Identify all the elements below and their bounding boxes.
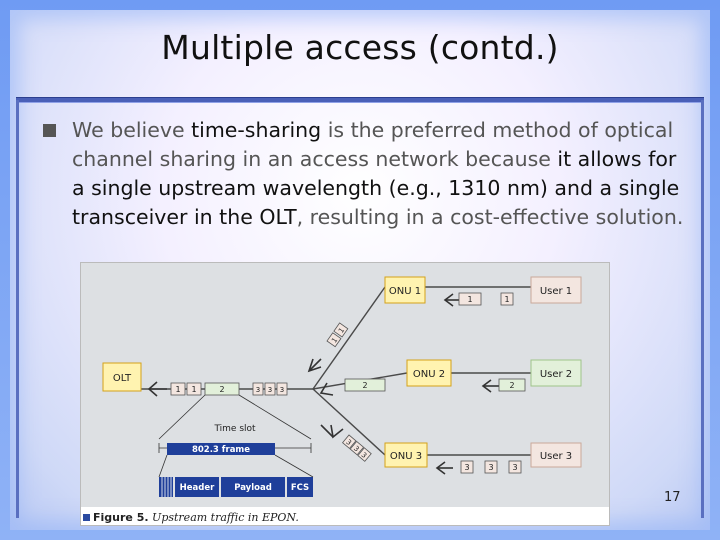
user3-label: User 3 bbox=[540, 451, 572, 462]
zoom-line-frame-left bbox=[158, 454, 168, 478]
onu2-out-packet bbox=[344, 378, 386, 392]
zoom-line-left bbox=[158, 394, 206, 440]
onu3-in-packet-c-label: 3 bbox=[512, 463, 517, 472]
time-slot-label: Time slot bbox=[213, 424, 256, 434]
onu1-in-packet-b bbox=[500, 292, 514, 306]
branch3-arrow-icon bbox=[330, 424, 344, 439]
page-number: 17 bbox=[664, 490, 681, 505]
branch3-packet-c bbox=[357, 447, 372, 462]
payload-label: Payload bbox=[234, 483, 272, 493]
onu1-box bbox=[384, 276, 426, 304]
preamble-block bbox=[159, 477, 173, 497]
branch3-packet-c-label: 3 bbox=[360, 451, 369, 460]
olt-packet-2 bbox=[204, 382, 240, 396]
header-block bbox=[175, 477, 219, 497]
branch3-packet-b bbox=[349, 440, 365, 456]
olt-packet-3b bbox=[264, 382, 276, 396]
olt-box bbox=[102, 362, 142, 392]
bullet-seg-5: , resulting in a cost-effective solution… bbox=[296, 205, 684, 229]
user1-box bbox=[530, 276, 582, 304]
figure-caption: Figure 5. Upstream traffic in EPON. bbox=[83, 511, 299, 524]
branch1-packets: 1 1 bbox=[326, 322, 349, 348]
fiber-lines bbox=[141, 286, 581, 456]
olt-packet-3a bbox=[252, 382, 264, 396]
branch3-packets: 3 3 3 bbox=[342, 434, 372, 462]
olt-packet-1a bbox=[170, 382, 186, 396]
branch-fiber-3 bbox=[312, 388, 386, 456]
bullet-square-icon bbox=[43, 124, 56, 137]
header-label: Header bbox=[180, 483, 215, 493]
branch3-packet-b-label: 3 bbox=[352, 444, 361, 453]
top-divider bbox=[16, 97, 704, 103]
onu1-label: ONU 1 bbox=[389, 286, 421, 297]
olt-label: OLT bbox=[113, 373, 132, 384]
fcs-label: FCS bbox=[291, 483, 309, 493]
caption-square-icon bbox=[83, 514, 90, 521]
zoom-line-right bbox=[238, 394, 312, 440]
right-divider bbox=[701, 100, 704, 518]
branch1-packet-b bbox=[333, 322, 349, 338]
arrows bbox=[147, 293, 499, 475]
bullet-seg-4: it allows for a single upstream waveleng… bbox=[72, 147, 680, 229]
branch3-packet-a bbox=[342, 434, 357, 450]
onu2-box bbox=[406, 359, 452, 387]
branch1-arrow-shaft bbox=[308, 358, 322, 372]
slide-title: Multiple access (contd.) bbox=[161, 28, 559, 67]
branch1-packet-a bbox=[326, 332, 342, 348]
onu3-in-packet-c bbox=[508, 460, 522, 474]
olt-packet-2-label: 2 bbox=[219, 385, 224, 394]
branch-fiber-1 bbox=[312, 286, 386, 390]
olt-packet-3c bbox=[276, 382, 288, 396]
onu3-label: ONU 3 bbox=[390, 451, 422, 462]
user2-label: User 2 bbox=[540, 369, 572, 380]
caption-text: Upstream traffic in EPON. bbox=[152, 511, 299, 524]
onu1-in-packet-a-label: 1 bbox=[467, 295, 472, 304]
epon-figure: OLT ONU 1 ONU 2 ONU 3 User 1 User 2 User… bbox=[80, 262, 610, 526]
onu2-label: ONU 2 bbox=[413, 369, 445, 380]
onu1-in-packet-a bbox=[458, 292, 482, 306]
branch2-arrow-icon bbox=[319, 382, 334, 396]
preamble-stripes bbox=[161, 477, 172, 497]
caption-label: Figure 5. bbox=[93, 511, 149, 524]
olt-packet-3b-label: 3 bbox=[268, 386, 272, 394]
onu3-in-packet-b bbox=[484, 460, 498, 474]
figure-canvas: OLT ONU 1 ONU 2 ONU 3 User 1 User 2 User… bbox=[81, 263, 609, 507]
bullet-seg-2: time-sharing bbox=[191, 118, 322, 142]
olt-packet-1a-label: 1 bbox=[175, 385, 180, 394]
olt-packet-3a-label: 3 bbox=[256, 386, 260, 394]
onu2-in-packet-label: 2 bbox=[509, 381, 514, 390]
branch3-packet-a-label: 3 bbox=[344, 438, 353, 447]
branch1-packet-a-label: 1 bbox=[330, 336, 339, 344]
onu1-in-packet-b-label: 1 bbox=[504, 295, 509, 304]
onu2-in-packet bbox=[498, 378, 526, 392]
zoom-line-frame-right bbox=[274, 454, 314, 478]
left-divider bbox=[16, 100, 19, 518]
branch3-arrow-shaft bbox=[320, 424, 334, 438]
onu3-box bbox=[384, 442, 428, 468]
onu3-in-packet-a bbox=[460, 460, 474, 474]
onu2-out-packet-label: 2 bbox=[362, 381, 367, 390]
payload-block bbox=[221, 477, 285, 497]
frame-bar bbox=[167, 443, 275, 455]
user3-box bbox=[530, 442, 582, 468]
olt-packet-1b-label: 1 bbox=[191, 385, 196, 394]
bullet-seg-3: is the preferred method of optical chann… bbox=[72, 118, 674, 171]
user1-label: User 1 bbox=[540, 286, 572, 297]
frame-breakdown: Header Payload FCS bbox=[158, 454, 314, 497]
fcs-block bbox=[287, 477, 313, 497]
bullet-text: We believe time-sharing is the preferred… bbox=[72, 116, 692, 232]
epon-diagram: OLT ONU 1 ONU 2 ONU 3 User 1 User 2 User… bbox=[102, 276, 582, 497]
user2-box bbox=[530, 359, 582, 387]
branch1-packet-b-label: 1 bbox=[337, 326, 346, 334]
bullet-seg-1: We believe bbox=[72, 118, 192, 142]
onu3-in-packet-b-label: 3 bbox=[488, 463, 493, 472]
olt-packet-3c-label: 3 bbox=[280, 386, 284, 394]
olt-packet-1b bbox=[186, 382, 202, 396]
frame-label: 802.3 frame bbox=[192, 445, 250, 455]
onu3-in-packet-a-label: 3 bbox=[464, 463, 469, 472]
